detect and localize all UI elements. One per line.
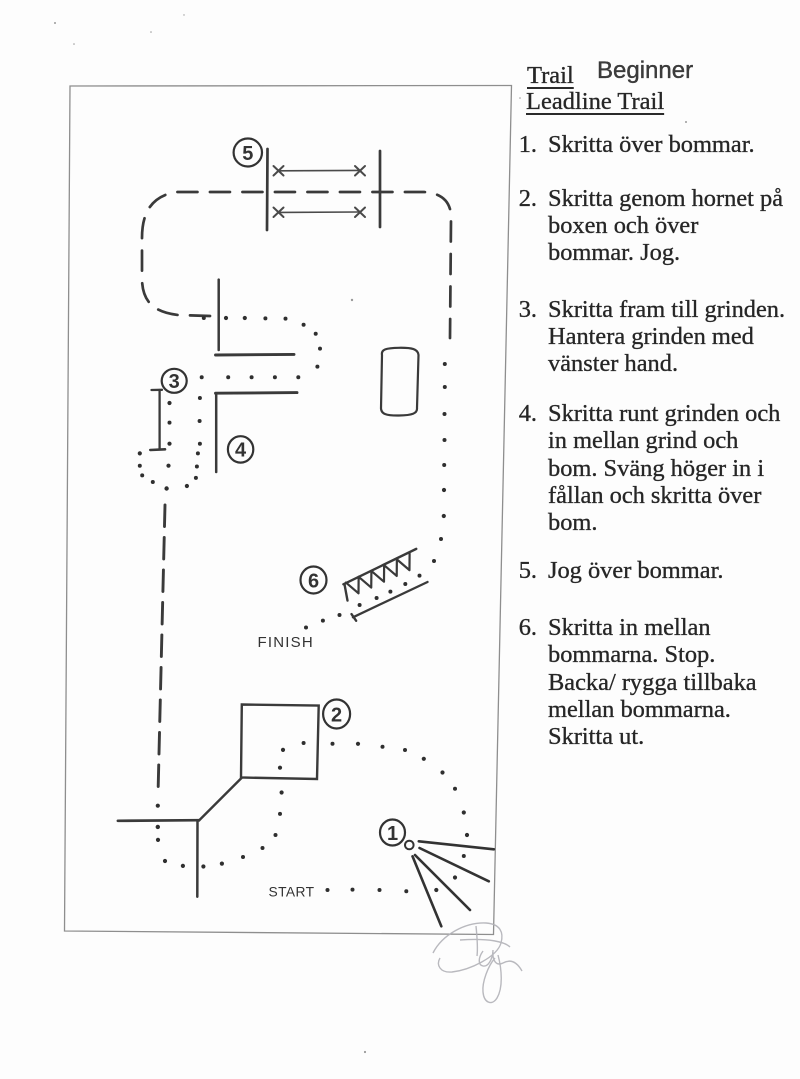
svg-text:START: START (269, 885, 315, 900)
svg-text:3: 3 (169, 371, 180, 393)
svg-text:6: 6 (308, 570, 319, 592)
svg-text:5: 5 (242, 143, 253, 165)
svg-text:FINISH: FINISH (258, 634, 314, 651)
svg-text:4: 4 (235, 440, 247, 462)
svg-text:2: 2 (331, 704, 342, 726)
svg-text:1: 1 (387, 823, 398, 845)
